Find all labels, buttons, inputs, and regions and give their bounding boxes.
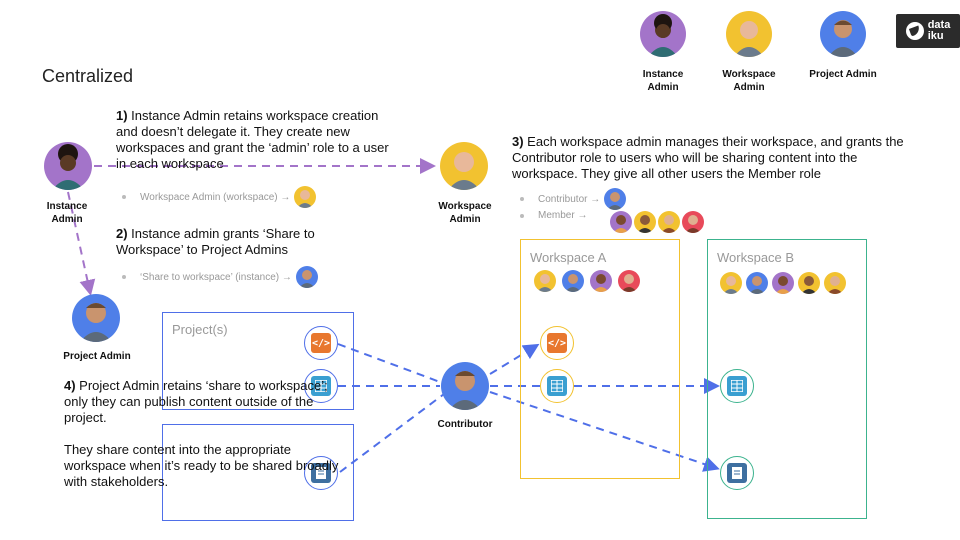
projects-box-2 (162, 424, 354, 521)
wsb-dataset[interactable] (720, 369, 754, 403)
contributor-label: Contributor (437, 419, 493, 430)
member-avatar-4 (682, 211, 704, 233)
legend-instance-admin-avatar (640, 11, 686, 57)
bird-icon (905, 22, 924, 40)
projects-box-title: Project(s) (172, 322, 228, 337)
legend-workspace-admin-avatar (726, 11, 772, 57)
workspace-admin-label: Workspace Admin (438, 201, 492, 225)
wsa-member-3 (590, 270, 612, 292)
step-2-text: 2) Instance admin grants ‘Share to Works… (116, 226, 315, 257)
contributor-small-avatar (604, 188, 627, 210)
wsa-member-2 (562, 270, 584, 292)
wsb-member-1 (720, 272, 742, 294)
code-icon: </> (547, 333, 567, 353)
wsb-document[interactable] (720, 456, 754, 490)
wsa-member-4 (618, 270, 640, 292)
wsa-member-1 (534, 270, 556, 292)
step-3-bullet-member: Member → (520, 210, 587, 221)
table-icon (727, 376, 747, 396)
project-admin-small-avatar (295, 266, 318, 288)
page-title: Centralized (42, 66, 134, 86)
code-icon: </> (311, 333, 331, 353)
project-document[interactable] (304, 456, 338, 490)
project-code-recipe[interactable]: </> (304, 326, 338, 360)
legend-project-admin-avatar (820, 11, 866, 57)
instance-admin-avatar (44, 142, 92, 190)
legend-workspace-admin-label: Workspace Admin (722, 69, 776, 93)
logo-line2: iku (927, 30, 944, 42)
project-dataset[interactable] (304, 369, 338, 403)
member-avatar-2 (634, 211, 656, 233)
step-4-text: 4) Project Admin retains ‘share to works… (64, 378, 328, 425)
workspace-admin-small-avatar (294, 186, 317, 208)
step-2-bullet: ‘Share to workspace’ (instance) → (122, 266, 318, 288)
project-admin-avatar (72, 294, 120, 342)
legend-instance-admin-label: Instance Admin (642, 69, 684, 93)
step-4-text-2: They share content into the appropriate … (64, 442, 339, 489)
wsb-member-5 (824, 272, 846, 294)
step-3-text: 3) Each workspace admin manages their wo… (512, 134, 904, 181)
wsb-member-3 (772, 272, 794, 294)
workspace-a-title: Workspace A (530, 250, 607, 265)
document-icon (727, 463, 747, 483)
document-icon (311, 463, 331, 483)
project-admin-label: Project Admin (63, 351, 131, 362)
workspace-a-box (520, 239, 680, 479)
arrow-project-code-to-contributor (337, 343, 441, 383)
arrow-instance-to-project-admin (67, 191, 96, 296)
arrow-contributor-to-wsb-doc (489, 391, 720, 472)
wsa-code-recipe[interactable]: </> (540, 326, 574, 360)
legend-project-admin-label: Project Admin (809, 69, 877, 80)
arrow-project-doc-to-contributor (339, 393, 445, 473)
step-3-bullet-contributor: Contributor → (520, 188, 627, 210)
wsb-member-4 (798, 272, 820, 294)
dataiku-logo: data iku (896, 14, 960, 48)
logo-line1: data (927, 19, 951, 31)
workspace-b-box (707, 239, 867, 519)
workspace-admin-avatar (440, 142, 488, 190)
instance-admin-label: Instance Admin (46, 201, 88, 225)
step-1-bullet: Workspace Admin (workspace) → (122, 186, 317, 208)
member-avatar-3 (658, 211, 680, 233)
workspace-b-title: Workspace B (717, 250, 795, 265)
table-icon (311, 376, 331, 396)
member-avatar-1 (610, 211, 632, 233)
contributor-avatar (441, 362, 489, 410)
wsb-member-2 (746, 272, 768, 294)
projects-box (162, 312, 354, 410)
table-icon (547, 376, 567, 396)
wsa-dataset[interactable] (540, 369, 574, 403)
step-1-text: 1) Instance Admin retains workspace crea… (116, 108, 389, 171)
arrow-contributor-to-wsa-code (489, 343, 540, 375)
